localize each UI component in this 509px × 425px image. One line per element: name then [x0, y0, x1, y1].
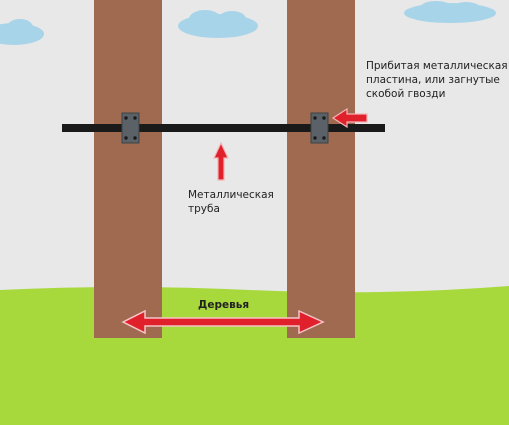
label-pipe: Металлическая труба: [188, 189, 274, 215]
metal-plate-left: [121, 112, 140, 144]
metal-pipe: [62, 124, 385, 132]
double-arrow-trees: [121, 309, 325, 335]
label-trees: Деревья: [198, 299, 250, 311]
tree-trunk-right: [287, 0, 355, 338]
cloud-center-icon: [178, 10, 258, 38]
grass: [0, 286, 509, 425]
arrow-to-plate: [331, 107, 368, 129]
metal-plate-right: [310, 112, 329, 144]
label-plate: Прибитая металлическая пластина, или заг…: [366, 60, 508, 100]
cloud-left-icon: [0, 19, 44, 45]
sky: [0, 0, 509, 290]
cloud-right-icon: [404, 1, 496, 23]
arrow-to-pipe: [213, 141, 229, 181]
tree-trunk-left: [94, 0, 162, 338]
